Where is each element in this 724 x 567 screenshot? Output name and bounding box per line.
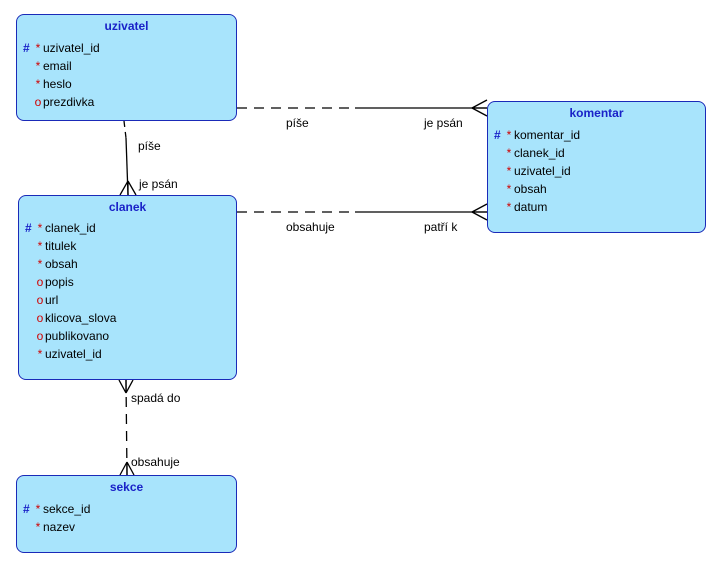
attribute-row: # *sekce_id <box>23 500 90 518</box>
optional-marker: o <box>36 293 44 307</box>
attribute-row: *datum <box>494 198 548 216</box>
required-marker: * <box>35 502 41 516</box>
required-marker: * <box>506 200 512 214</box>
crows-foot-icon <box>471 99 488 117</box>
optional-marker: o <box>36 311 44 325</box>
optional-marker: o <box>36 329 44 343</box>
entity-sekce[interactable]: sekce # *sekce_id *nazev <box>16 475 237 553</box>
required-marker: * <box>506 146 512 160</box>
attribute-name: sekce_id <box>43 502 91 516</box>
attribute-row: # *clanek_id <box>25 219 96 237</box>
required-marker: * <box>35 520 41 534</box>
relationship-label: obsahuje <box>131 455 180 469</box>
attribute-row: # *komentar_id <box>494 126 580 144</box>
attribute-name: publikovano <box>45 329 110 343</box>
attribute-name: titulek <box>45 239 77 253</box>
attribute-name: popis <box>45 275 74 289</box>
relationship-clanek-sekce <box>118 379 135 476</box>
attribute-name: clanek_id <box>514 146 565 160</box>
optional-line-segment <box>123 120 127 139</box>
required-marker: * <box>37 347 43 361</box>
relationship-label: patří k <box>424 220 458 234</box>
relationship-clanek-komentar <box>237 203 488 221</box>
attribute-row: *obsah <box>25 255 78 273</box>
attribute-row: *clanek_id <box>494 144 565 162</box>
relationship-label: spadá do <box>131 391 181 405</box>
attribute-name: obsah <box>45 257 78 271</box>
attribute-name: datum <box>514 200 548 214</box>
crows-foot-icon <box>118 379 134 394</box>
attribute-name: clanek_id <box>45 221 96 235</box>
attribute-row: *heslo <box>23 75 72 93</box>
relationship-label: obsahuje <box>286 220 335 234</box>
attribute-name: uzivatel_id <box>43 41 100 55</box>
entity-title: sekce <box>109 480 144 494</box>
required-marker: * <box>37 257 43 271</box>
required-marker: * <box>506 128 512 142</box>
optional-line-segment <box>125 379 128 476</box>
primary-key-marker: # <box>25 221 32 235</box>
entity-title: uzivatel <box>104 19 149 33</box>
relationship-label: píše <box>286 116 309 130</box>
optional-marker: o <box>36 275 44 289</box>
attribute-name: nazev <box>43 520 76 534</box>
relationship-label: je psán <box>424 116 463 130</box>
relationship-label: píše <box>138 139 161 153</box>
entity-title: komentar <box>569 106 624 120</box>
attribute-name: heslo <box>43 77 72 91</box>
attribute-row: # *uzivatel_id <box>23 39 100 57</box>
entity-komentar[interactable]: komentar #*komentar_id *clanek_id *uziva… <box>487 101 706 233</box>
relationship-uzivatel-clanek <box>119 120 137 196</box>
attribute-row: *uzivatel_id <box>494 162 571 180</box>
attribute-row: *nazev <box>23 518 75 536</box>
required-marker: * <box>506 164 512 178</box>
primary-key-marker: # <box>23 41 30 55</box>
required-marker: * <box>35 59 41 73</box>
relationship-uzivatel-komentar <box>237 99 488 117</box>
crows-foot-icon <box>119 180 137 196</box>
primary-key-marker: # <box>494 128 501 142</box>
primary-key-marker: # <box>23 502 30 516</box>
attribute-row: *email <box>23 57 72 75</box>
crows-foot-icon <box>471 203 488 221</box>
attribute-name: prezdivka <box>43 95 95 109</box>
attribute-name: uzivatel_id <box>514 164 571 178</box>
crows-foot-icon <box>119 461 135 476</box>
relationship-label: je psán <box>139 177 178 191</box>
required-marker: * <box>506 182 512 196</box>
attribute-row: *uzivatel_id <box>25 345 102 363</box>
attribute-row: *obsah <box>494 180 547 198</box>
attribute-row: *titulek <box>25 237 77 255</box>
required-marker: * <box>35 77 41 91</box>
attribute-name: komentar_id <box>514 128 581 142</box>
attribute-name: klicova_slova <box>45 311 117 325</box>
entity-title: clanek <box>108 200 147 214</box>
required-marker: * <box>37 221 43 235</box>
required-marker: * <box>37 239 43 253</box>
attribute-name: uzivatel_id <box>45 347 102 361</box>
attribute-name: url <box>45 293 59 307</box>
optional-marker: o <box>34 95 42 109</box>
required-marker: * <box>35 41 41 55</box>
attribute-name: email <box>43 59 72 73</box>
attribute-name: obsah <box>514 182 547 196</box>
